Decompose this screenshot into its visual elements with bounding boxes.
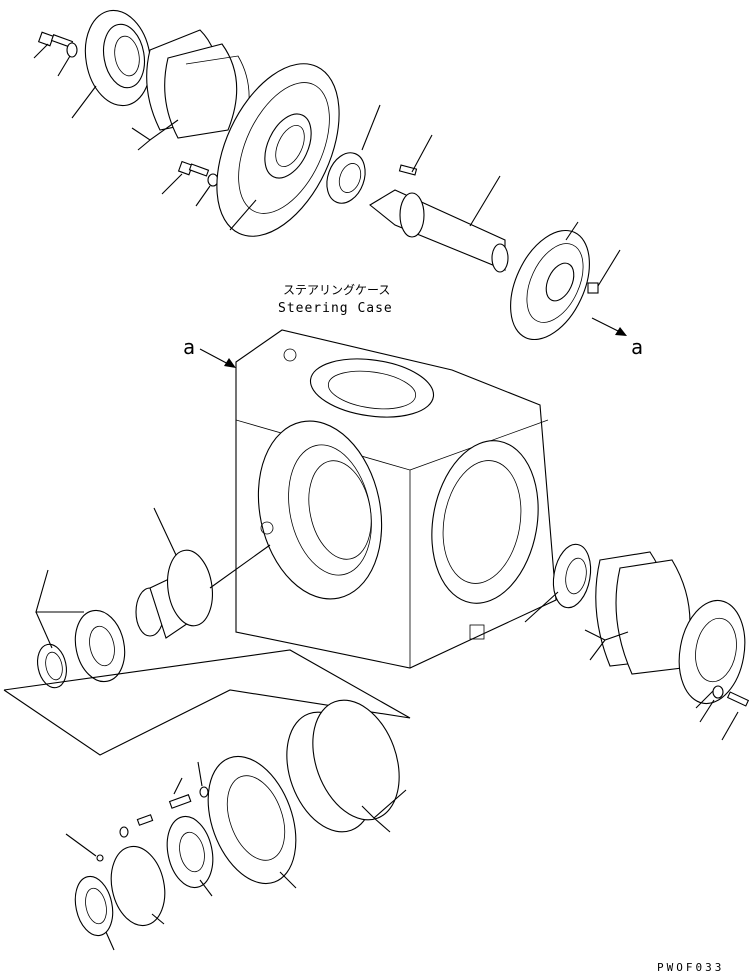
lock-pin xyxy=(65,833,104,862)
right-shim-pack xyxy=(584,551,691,675)
drawing-code: PWOF033 xyxy=(657,961,724,974)
shaft-bolt xyxy=(398,134,433,176)
right-washer xyxy=(699,685,724,723)
bevel-gear xyxy=(510,221,590,341)
top-cover-flange xyxy=(71,9,152,119)
reference-mark-right: a xyxy=(631,335,643,359)
bearing-cage xyxy=(207,755,297,889)
case-label-japanese: ステアリングケース xyxy=(283,283,390,297)
arrow-left xyxy=(199,348,236,368)
top-bolt xyxy=(33,31,74,59)
bearing-upper xyxy=(326,104,381,204)
top-washer xyxy=(57,42,78,77)
right-bolt xyxy=(721,691,750,741)
arrow-right xyxy=(591,317,627,336)
bottom-bolt xyxy=(136,777,192,826)
lock-nut xyxy=(74,875,115,951)
cover-plate xyxy=(216,63,340,237)
retaining-ring xyxy=(110,845,166,927)
lower-leader-frame xyxy=(3,649,411,756)
top-shim-pack xyxy=(131,29,250,151)
bottom-shim-pack xyxy=(286,699,407,833)
reference-mark-left: a xyxy=(183,335,195,359)
steering-case xyxy=(235,329,557,669)
bearing-race-left xyxy=(35,611,67,689)
mid-washer xyxy=(195,173,219,207)
output-hub xyxy=(135,507,271,639)
right-cover-flange xyxy=(678,599,746,709)
bearing-right xyxy=(524,543,592,623)
mid-bolt xyxy=(161,160,210,195)
pinion-shaft xyxy=(369,175,509,273)
bottom-washer xyxy=(119,761,209,838)
gear-bolt xyxy=(587,249,621,294)
bearing-lower xyxy=(166,815,214,897)
case-label-english: Steering Case xyxy=(278,301,393,316)
